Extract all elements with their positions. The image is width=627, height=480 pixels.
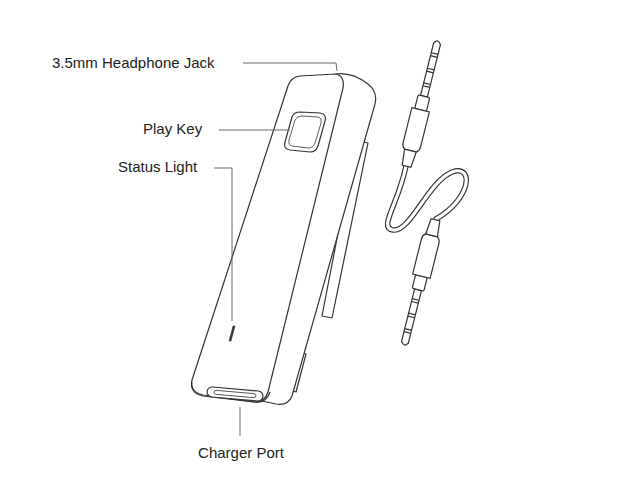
leader-line xyxy=(240,407,241,436)
leader-lines xyxy=(214,63,337,436)
part-label: Play Key xyxy=(143,120,202,138)
receiver-body xyxy=(191,74,375,405)
audio-plug xyxy=(398,39,447,169)
cable xyxy=(388,166,467,230)
part-label: Charger Port xyxy=(198,444,284,462)
leader-line xyxy=(243,63,337,71)
part-label: Status Light xyxy=(118,158,197,176)
part-label: 3.5mm Headphone Jack xyxy=(52,54,215,72)
leader-line xyxy=(219,130,290,131)
audio-plug xyxy=(396,218,445,348)
leader-line xyxy=(214,168,232,321)
